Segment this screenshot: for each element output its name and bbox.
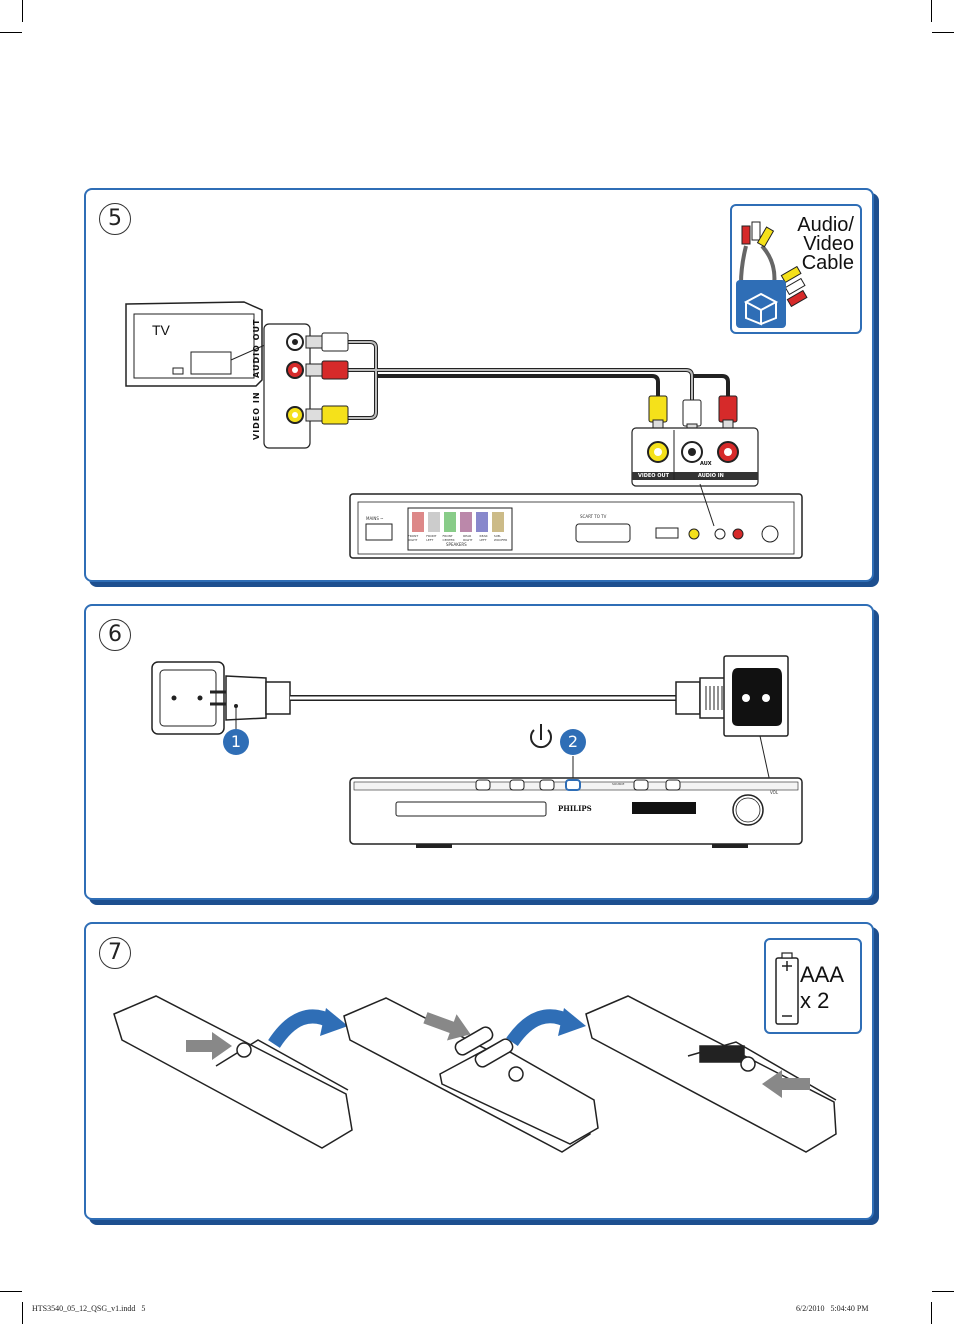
crop-mark: [932, 1291, 954, 1292]
step-5-panel: 5: [84, 188, 874, 582]
crop-mark: [22, 1302, 23, 1324]
remote-cover-closed: [113, 995, 353, 1149]
audio-out-label: AUDIO OUT: [252, 318, 261, 378]
step-7-panel: 7: [84, 922, 874, 1220]
speaker-label: SUB-WOOFER: [493, 534, 508, 542]
tv-label: TV: [152, 322, 170, 338]
power-icon: [530, 724, 552, 749]
footer-file-info: HTS3540_05_12_QSG_v1.indd 5: [32, 1304, 146, 1313]
battery-count: x 2: [800, 988, 830, 1013]
player-side-plugs: [648, 395, 738, 441]
step-6-panel: 6: [84, 604, 874, 900]
callout-1-marker: [223, 704, 249, 755]
battery-icon: [775, 952, 799, 1025]
video-in-label: VIDEO IN: [252, 391, 261, 440]
cable-label: Audio/ Video Cable: [797, 214, 854, 274]
speaker-label: FRONT CENTER: [442, 534, 455, 542]
vol-label: VOL: [770, 790, 779, 795]
remote-cover-open: [343, 997, 599, 1153]
step-number: 5: [99, 203, 131, 235]
speaker-label: FRONT LEFT: [426, 534, 437, 542]
video-out-label: VIDEO OUT: [638, 473, 670, 479]
mains-inlet-icon: [723, 655, 789, 737]
battery-insert-diagram: [113, 995, 837, 1153]
speaker-labels: FRONT RIGHT FRONT LEFT FRONT CENTER REAR…: [408, 534, 512, 542]
step-number: 6: [99, 619, 131, 651]
aux-label: AUX: [700, 461, 712, 467]
step-number: 7: [99, 937, 131, 969]
battery-type: AAA: [800, 962, 845, 987]
speaker-label: REAR LEFT: [479, 534, 488, 542]
audio-in-label: AUDIO IN: [698, 473, 724, 479]
remote-cover-replaced: [585, 995, 837, 1153]
callout-2-label: 2: [567, 732, 579, 751]
mains-label: MAINS ~: [366, 516, 384, 521]
speaker-label: FRONT RIGHT: [408, 534, 419, 542]
source-label: SOURCE: [612, 782, 625, 786]
speaker-label: REAR RIGHT: [463, 534, 473, 542]
cable-callout-box: Audio/ Video Cable: [730, 204, 862, 334]
crop-mark: [931, 1302, 932, 1324]
footer-timestamp: 6/2/2010 5:04:40 PM: [796, 1304, 869, 1313]
battery-callout-box: AAA x 2: [764, 938, 862, 1034]
scart-label: SCART TO TV: [580, 514, 607, 519]
crop-mark: [22, 0, 23, 22]
battery-label: AAA x 2: [800, 962, 844, 1014]
tv-side-plugs: [305, 332, 349, 425]
tv-jack-panel: [263, 323, 311, 449]
av-cable-icon: [736, 221, 808, 328]
player-front-panel: [349, 777, 803, 848]
crop-mark: [0, 1291, 22, 1292]
crop-mark: [931, 0, 932, 22]
crop-mark: [0, 32, 22, 33]
brand-logo: PHILIPS: [558, 804, 592, 813]
aux-jack-panel: [631, 427, 759, 487]
tv-icon: [125, 301, 277, 387]
callout-1-label: 1: [230, 732, 242, 751]
crop-mark: [932, 32, 954, 33]
av-cables: [346, 340, 730, 420]
player-rear-panel: [349, 483, 803, 559]
power-connection-diagram: [151, 655, 803, 848]
speakers-label: SPEAKERS: [446, 542, 467, 547]
av-connection-diagram: [125, 301, 803, 559]
wall-socket-icon: [151, 661, 225, 735]
